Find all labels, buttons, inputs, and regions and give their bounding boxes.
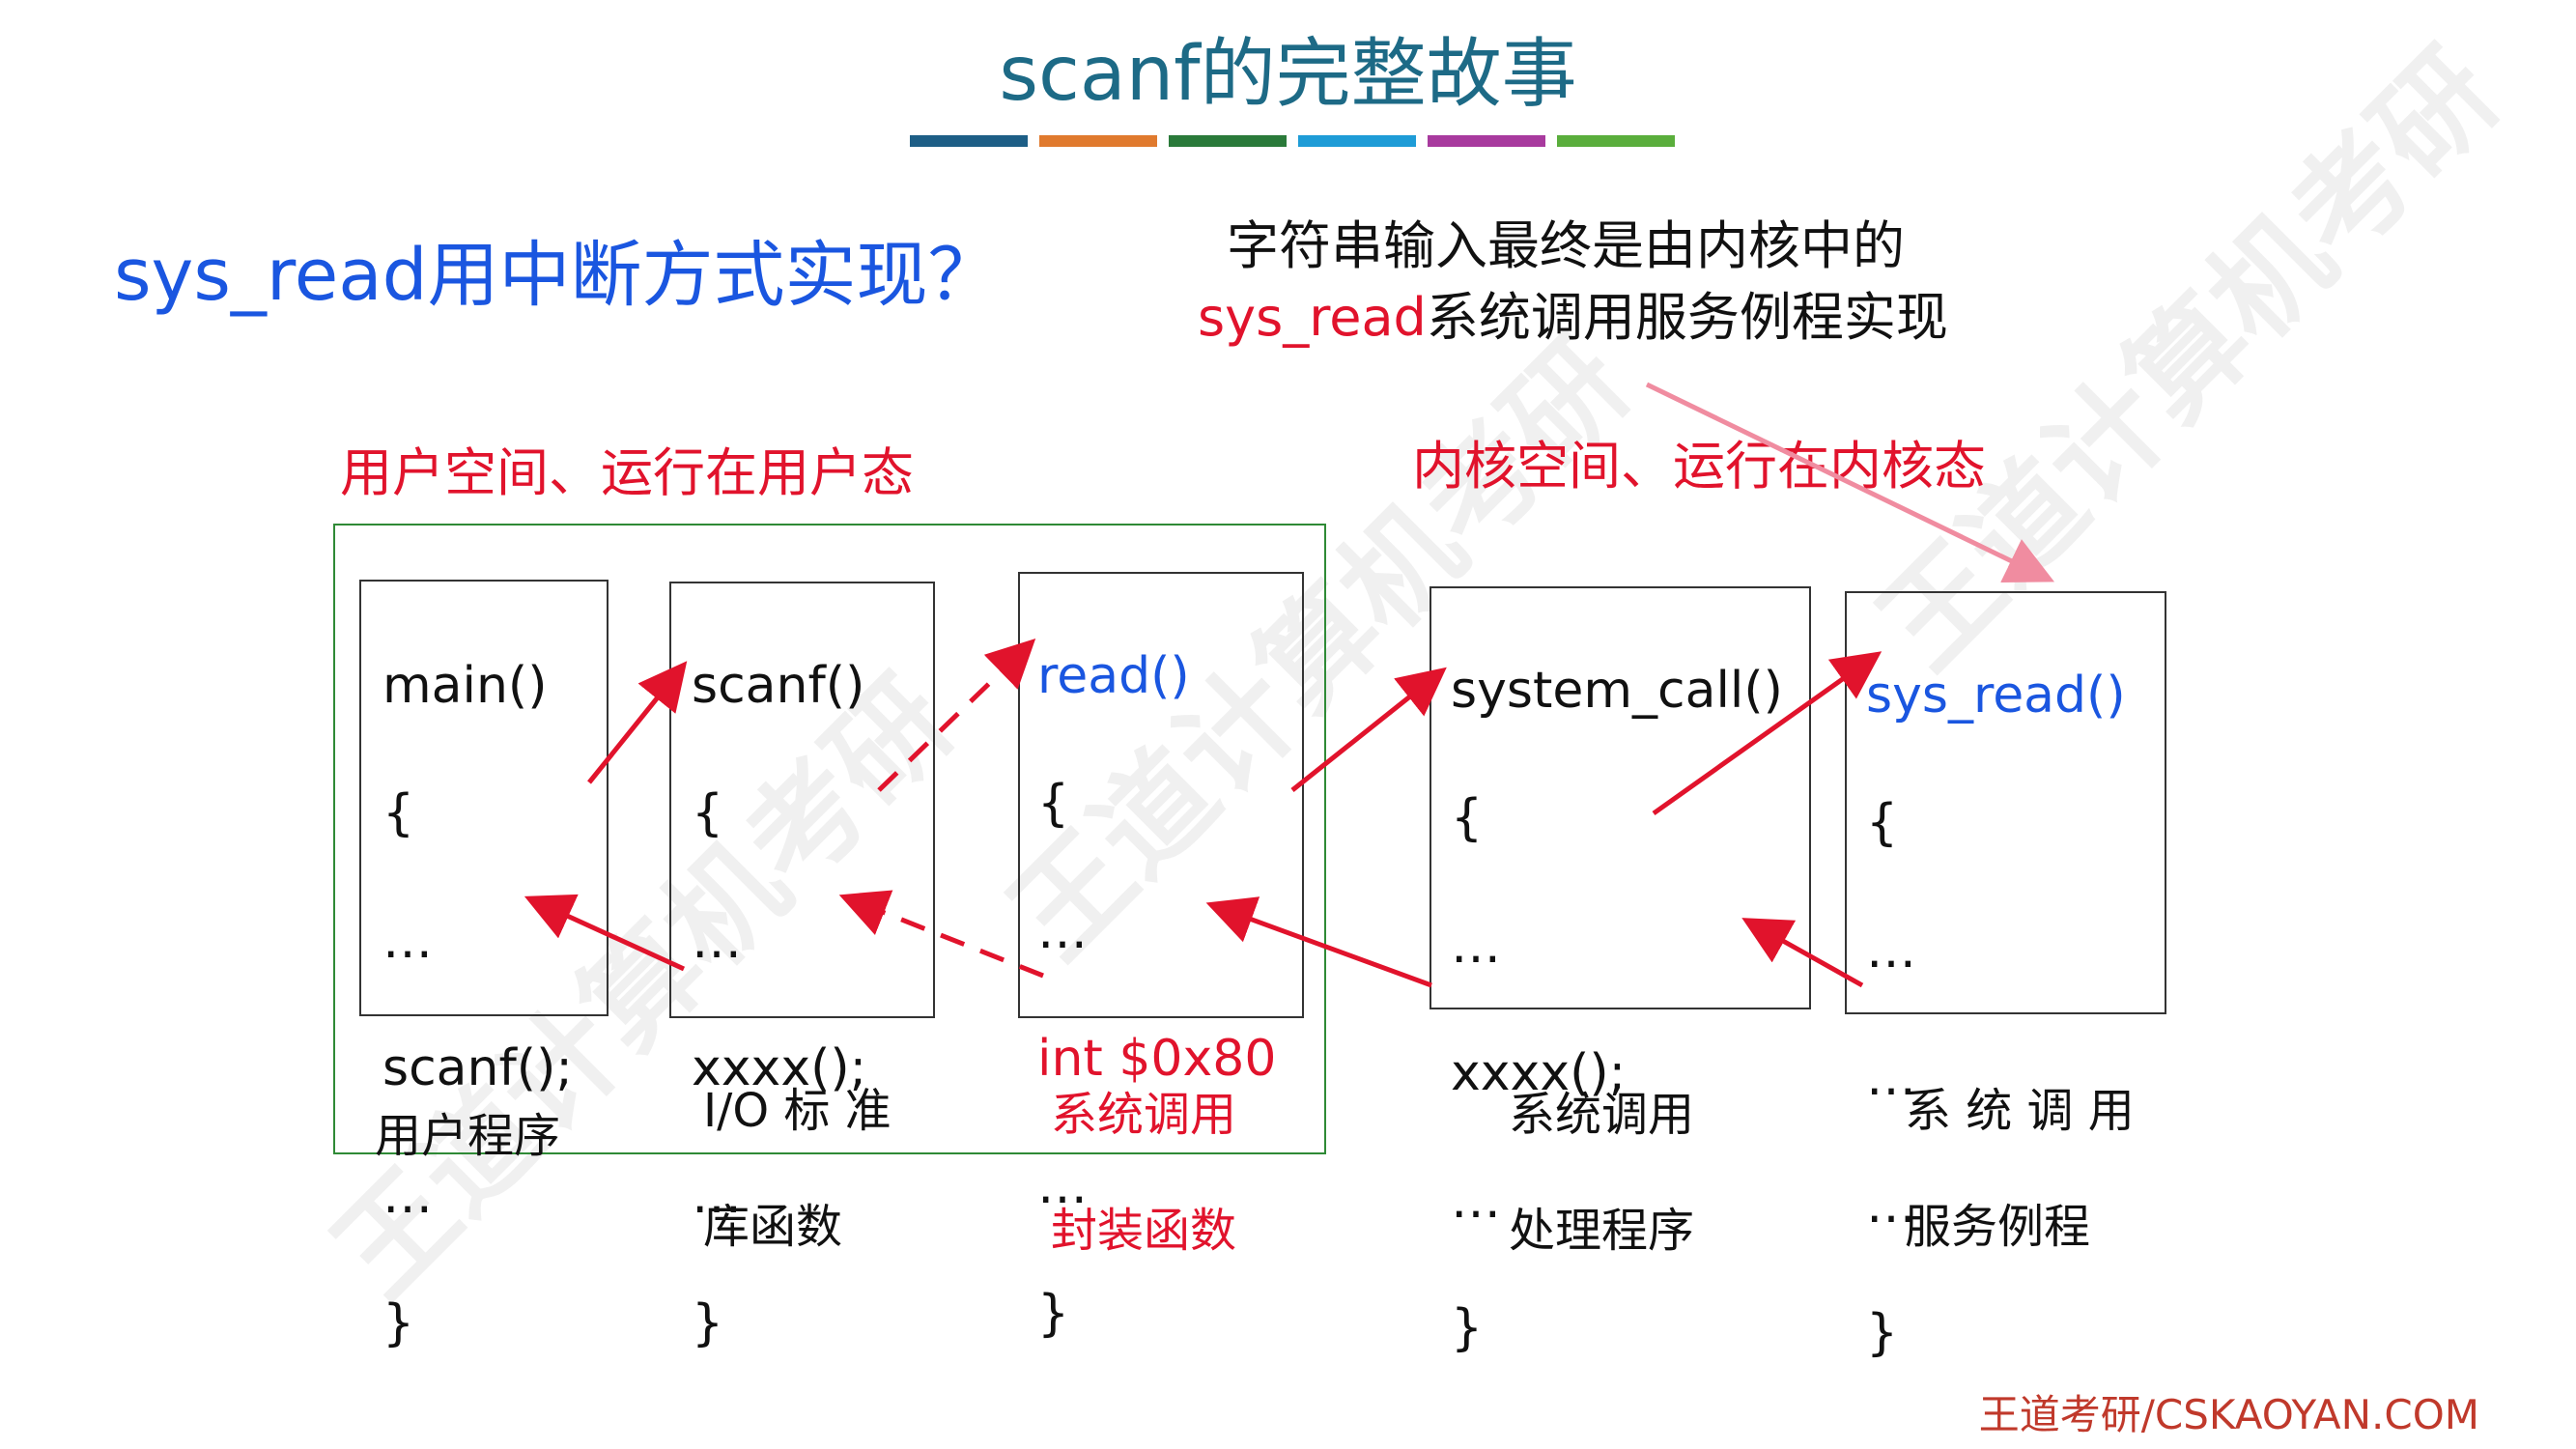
sys-read-line: … [1866,1049,1916,1107]
title-bar-4 [1298,135,1416,147]
arrow-scanf-return [524,894,686,972]
scanf-line: scanf() [692,657,865,715]
kernel-space-label: 内核空间、运行在内核态 [1412,436,1986,497]
arrow-sys-read-return [1741,918,1864,988]
caption-system-call-line: 系统调用 [1509,1088,1695,1142]
system-call-line: { [1451,789,1484,847]
caption-scanf: I/O 标 准 库函数 [703,1024,892,1314]
title-bar-2 [1039,135,1157,147]
sys-read-box [1845,591,2166,1014]
caption-read: 系统调用 封装函数 [1051,1028,1236,1318]
read-line: { [1037,775,1070,833]
page-title: scanf的完整故事 [999,31,1577,118]
arrow-read-return [838,890,1044,979]
note-line-2-rest: 系统调用服务例程实现 [1426,287,1948,348]
caption-sys-read-line: 服务例程 [1905,1200,2091,1254]
sys-read-line: sys_read() [1866,667,2126,724]
system-call-line: } [1451,1299,1484,1357]
scanf-line: xxxx(); [692,1039,867,1097]
scanf-line: } [692,1294,724,1352]
scanf-line: … [692,912,742,970]
read-code: read() { … int $0x80 … } [1037,581,1276,1409]
sys-read-line: … [1866,922,1916,980]
main-line: scanf(); [382,1039,573,1097]
system-call-code: system_call() { … xxxx(); … } [1451,595,1783,1424]
main-box [359,580,609,1016]
sys-read-code: sys_read() { … … … } [1866,600,2126,1429]
arrow-read-to-system-call [1290,667,1447,792]
sys-read-line: } [1866,1304,1899,1362]
main-line: … [382,912,433,970]
title-bar-5 [1428,135,1545,147]
read-line: … [1037,902,1088,960]
arrow-scanf-to-read [877,639,1036,792]
read-line: … [1037,1157,1088,1215]
caption-main-line: 用户程序 [375,1109,561,1163]
caption-system-call: 系统调用 处理程序 [1509,1028,1694,1318]
scanf-code: scanf() { … xxxx(); … } [692,590,866,1419]
caption-main: 用户程序 [375,1049,560,1223]
system-call-box [1430,586,1811,1009]
title-bar-6 [1557,135,1675,147]
read-line: read() [1037,647,1190,705]
system-call-line: system_call() [1451,662,1783,720]
system-call-line: xxxx(); [1451,1044,1627,1102]
caption-sys-read-line: 系 统 调 用 [1905,1084,2135,1138]
scanf-box [669,582,935,1018]
read-line: } [1037,1285,1070,1343]
footer-brand: 王道考研/CSKAOYAN.COM [1978,1391,2479,1438]
caption-system-call-line: 处理程序 [1509,1204,1695,1258]
title-bar-3 [1169,135,1287,147]
arrow-system-call-to-sys-read [1652,651,1882,816]
sys-read-line: { [1866,794,1899,852]
sys-read-line: … [1866,1177,1916,1235]
read-box [1018,572,1304,1018]
main-code: main() { … scanf(); … } [382,590,573,1419]
note-line-1: 字符串输入最终是由内核中的 [1227,215,1905,276]
scanf-line: … [692,1167,742,1225]
user-space-label: 用户空间、运行在用户态 [340,442,914,503]
caption-scanf-line: I/O 标 准 [703,1084,892,1138]
user-space-frame [333,524,1326,1154]
caption-read-line: 系统调用 [1051,1088,1237,1142]
system-call-line: … [1451,1172,1501,1230]
main-line: main() [382,657,548,715]
system-call-line: … [1451,917,1501,975]
scanf-line: { [692,784,724,842]
arrow-note-to-sys-read [1645,382,2055,583]
note-line-2: sys_read系统调用服务例程实现 [1198,292,1948,344]
question-heading: sys_read用中断方式实现？ [114,234,1000,317]
arrow-main-to-scanf [587,661,688,784]
caption-read-line: 封装函数 [1051,1204,1237,1258]
main-line: } [382,1294,415,1352]
read-line: int $0x80 [1037,1030,1277,1088]
caption-scanf-line: 库函数 [703,1200,843,1254]
main-line: { [382,784,415,842]
caption-sys-read: 系 统 调 用 服务例程 [1905,1024,2135,1314]
note-sys-read: sys_read [1198,287,1427,348]
main-line: … [382,1167,433,1225]
arrow-system-call-return [1205,896,1432,988]
title-bar-1 [910,135,1028,147]
